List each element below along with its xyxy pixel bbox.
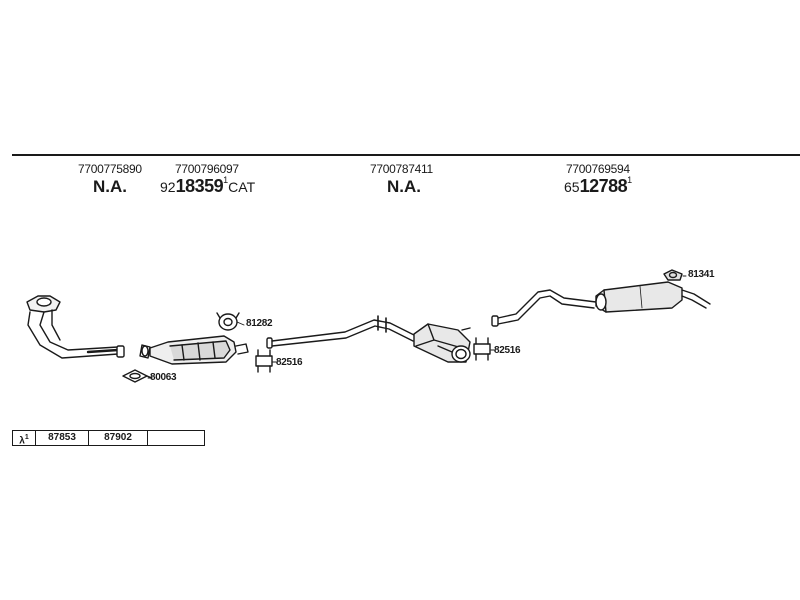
callout-bracket-middle: 82516: [276, 357, 303, 368]
oe-number-middle-silencer: 7700787411: [370, 162, 433, 176]
callout-rubber-mount: 81341: [688, 269, 715, 280]
lambda-empty-cell: [148, 431, 204, 445]
gasket-80063: [122, 369, 153, 383]
clamp-81282: [216, 312, 240, 331]
part-number-rear-silencer: 65127881: [564, 175, 633, 197]
part-prefix: 65: [564, 179, 580, 195]
oe-number-front-pipe: 7700775890: [78, 162, 142, 176]
lambda-superscript: 1: [24, 434, 29, 441]
header-rule: [12, 154, 800, 156]
intermediate-pipe: [266, 315, 417, 349]
rear-pipe: [491, 289, 597, 327]
part-main: 18359: [175, 176, 224, 196]
part-main: 12788: [579, 176, 628, 196]
callout-bracket-rear: 82516: [494, 345, 521, 356]
bracket-82516-rear: [473, 337, 491, 361]
leader-lines: [147, 275, 687, 379]
oe-number-catalyst: 7700796097: [175, 162, 239, 176]
catalytic-converter: [139, 335, 249, 365]
lambda-part-cell: 87853: [36, 431, 89, 445]
lambda-part-cell: 87902: [89, 431, 148, 445]
middle-silencer: [413, 323, 471, 363]
part-superscript: 1: [223, 175, 229, 185]
not-available-middle-silencer: N.A.: [387, 177, 421, 196]
callout-clamp: 81282: [246, 318, 273, 329]
part-number-catalyst: 92183591CAT: [160, 175, 256, 197]
lambda-symbol: λ: [19, 435, 25, 447]
part-superscript: 1: [627, 175, 633, 185]
lambda-sensor-table: λ1 87853 87902: [12, 430, 205, 446]
bracket-82516-middle: [255, 349, 273, 373]
callout-gasket: 80063: [150, 372, 177, 383]
part-prefix: 92: [160, 179, 176, 195]
oe-number-rear-silencer: 7700769594: [566, 162, 630, 176]
part-suffix: CAT: [228, 179, 256, 195]
not-available-front-pipe: N.A.: [93, 177, 127, 196]
lambda-symbol-cell: λ1: [13, 431, 36, 447]
rubber-mount-81341: [663, 269, 683, 281]
rear-silencer: [595, 281, 711, 313]
front-pipe: [26, 295, 125, 359]
